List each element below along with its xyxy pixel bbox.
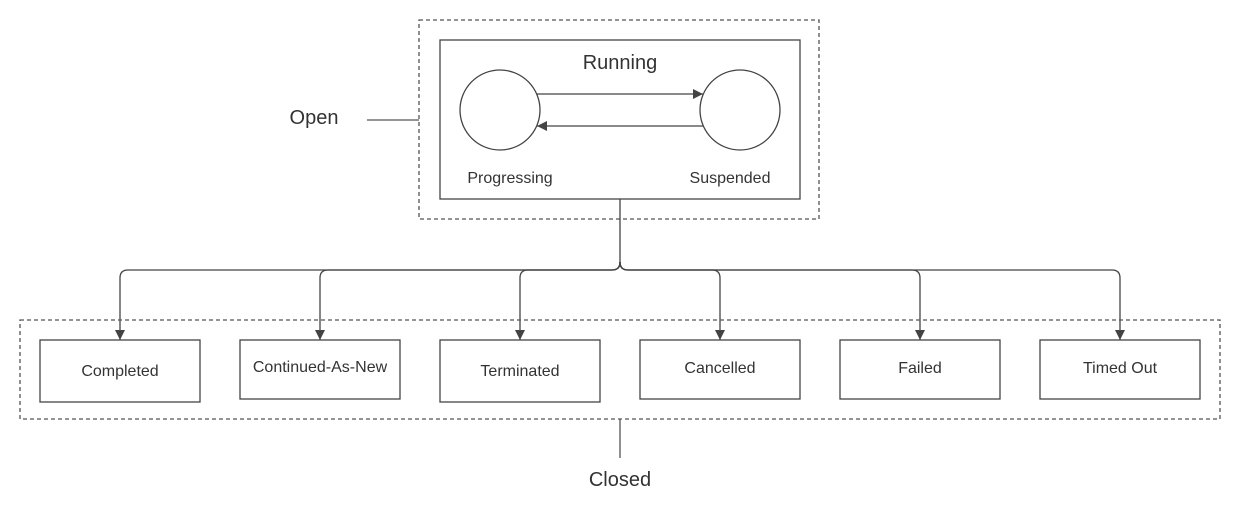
open-group-label: Open <box>290 107 339 129</box>
cancelled-state-label: Cancelled <box>684 360 755 377</box>
terminated-state-box <box>439 339 601 403</box>
arrow-to-cancelled <box>619 261 725 340</box>
arrow-to-terminated <box>515 261 621 340</box>
continued-as-new-state-label: Continued-As-New <box>253 359 388 376</box>
closed-group-label: Closed <box>589 469 651 491</box>
suspended-state-circle <box>699 69 781 151</box>
completed-state-box <box>39 339 201 403</box>
completed-state-label: Completed <box>81 363 158 380</box>
progressing-state-circle <box>459 69 541 151</box>
suspended-state-label: Suspended <box>690 170 771 187</box>
arrow-to-timed-out <box>619 261 1125 340</box>
terminated-state-label: Terminated <box>480 363 559 380</box>
failed-state-box <box>839 339 1001 400</box>
arrow-to-failed <box>619 261 925 340</box>
continued-as-new-state-box <box>239 339 401 400</box>
timed-out-state-box <box>1039 339 1201 400</box>
arrow-to-continued-as-new <box>315 261 621 340</box>
running-state-title: Running <box>583 52 658 74</box>
cancelled-state-box <box>639 339 801 400</box>
progressing-state-label: Progressing <box>467 170 552 187</box>
open-group-border <box>418 19 820 220</box>
timed-out-state-label: Timed Out <box>1083 360 1158 377</box>
failed-state-label: Failed <box>898 360 942 377</box>
